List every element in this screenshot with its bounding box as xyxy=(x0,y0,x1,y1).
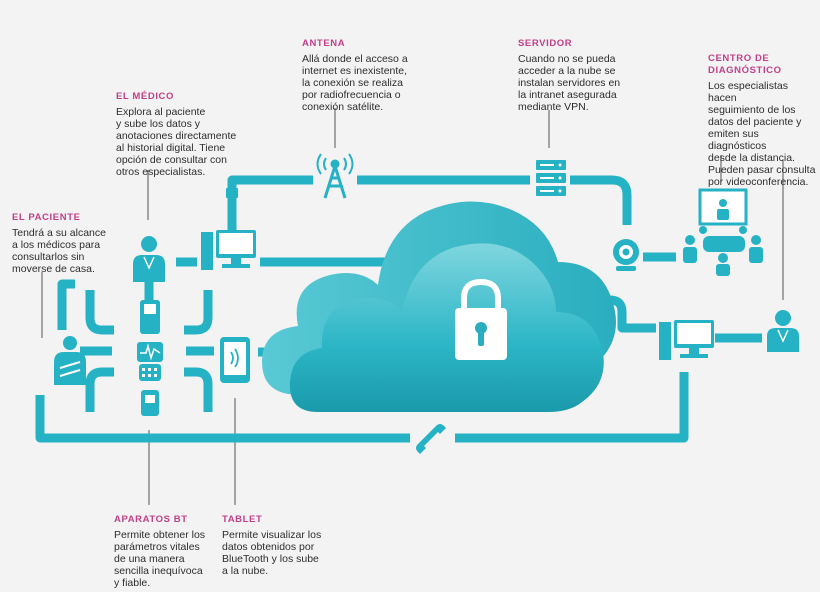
patient-description: Tendrá a su alcance a los médicos para c… xyxy=(12,227,106,275)
telephone-icon xyxy=(416,424,446,454)
server-title: SERVIDOR xyxy=(518,38,573,49)
desktop-computer-icon xyxy=(201,230,256,270)
diagnostic-center-label: CENTRO DE DIAGNÓSTICO Los especialistas … xyxy=(708,53,818,188)
tablet-icon xyxy=(220,337,250,383)
device-cluster-frame xyxy=(80,282,214,412)
bt-devices-label: APARATOS BT Permite obtener los parámetr… xyxy=(114,514,224,589)
connection-lines xyxy=(35,175,762,443)
patient-title: EL PACIENTE xyxy=(12,212,81,223)
antenna-label: ANTENA Allá donde el acceso a internet e… xyxy=(302,38,422,113)
desktop-computer-icon xyxy=(659,320,714,360)
tablet-title: TABLET xyxy=(222,514,263,525)
doctor-icon xyxy=(767,310,799,352)
padlock-icon xyxy=(226,179,238,198)
tablet-description: Permite visualizar los datos obtenidos p… xyxy=(222,529,322,577)
tablet-label: TABLET Permite visualizar los datos obte… xyxy=(222,514,332,577)
padlock-icon xyxy=(455,278,507,360)
diagnostic-center-description: Los especialistas hacen seguimiento de l… xyxy=(708,80,816,188)
server-rack-icon xyxy=(536,160,566,196)
server-label: SERVIDOR Cuando no se pueda acceder a la… xyxy=(518,38,638,113)
server-description: Cuando no se pueda acceder a la nube se … xyxy=(518,53,621,113)
meeting-room-icon xyxy=(683,188,763,276)
keypad-device-icon xyxy=(139,364,161,381)
diagnostic-center-title: CENTRO DE DIAGNÓSTICO xyxy=(708,53,782,76)
webcam-icon xyxy=(613,239,639,271)
antenna-description: Allá donde el acceso a internet es inexi… xyxy=(302,53,408,113)
doctor-label: EL MÉDICO Explora al paciente y sube los… xyxy=(116,91,246,178)
bt-devices xyxy=(137,300,163,416)
doctor-icon xyxy=(133,236,165,282)
doctor-description: Explora al paciente y sube los datos y a… xyxy=(116,106,237,178)
patient-icon xyxy=(54,336,86,385)
bt-devices-description: Permite obtener los parámetros vitales d… xyxy=(114,529,206,589)
bt-devices-title: APARATOS BT xyxy=(114,514,188,525)
antenna-tower-icon xyxy=(316,153,354,199)
antenna-title: ANTENA xyxy=(302,38,346,49)
cloud-icon xyxy=(262,201,616,412)
doctor-title: EL MÉDICO xyxy=(116,91,175,102)
patient-label: EL PACIENTE Tendrá a su alcance a los mé… xyxy=(12,212,122,275)
